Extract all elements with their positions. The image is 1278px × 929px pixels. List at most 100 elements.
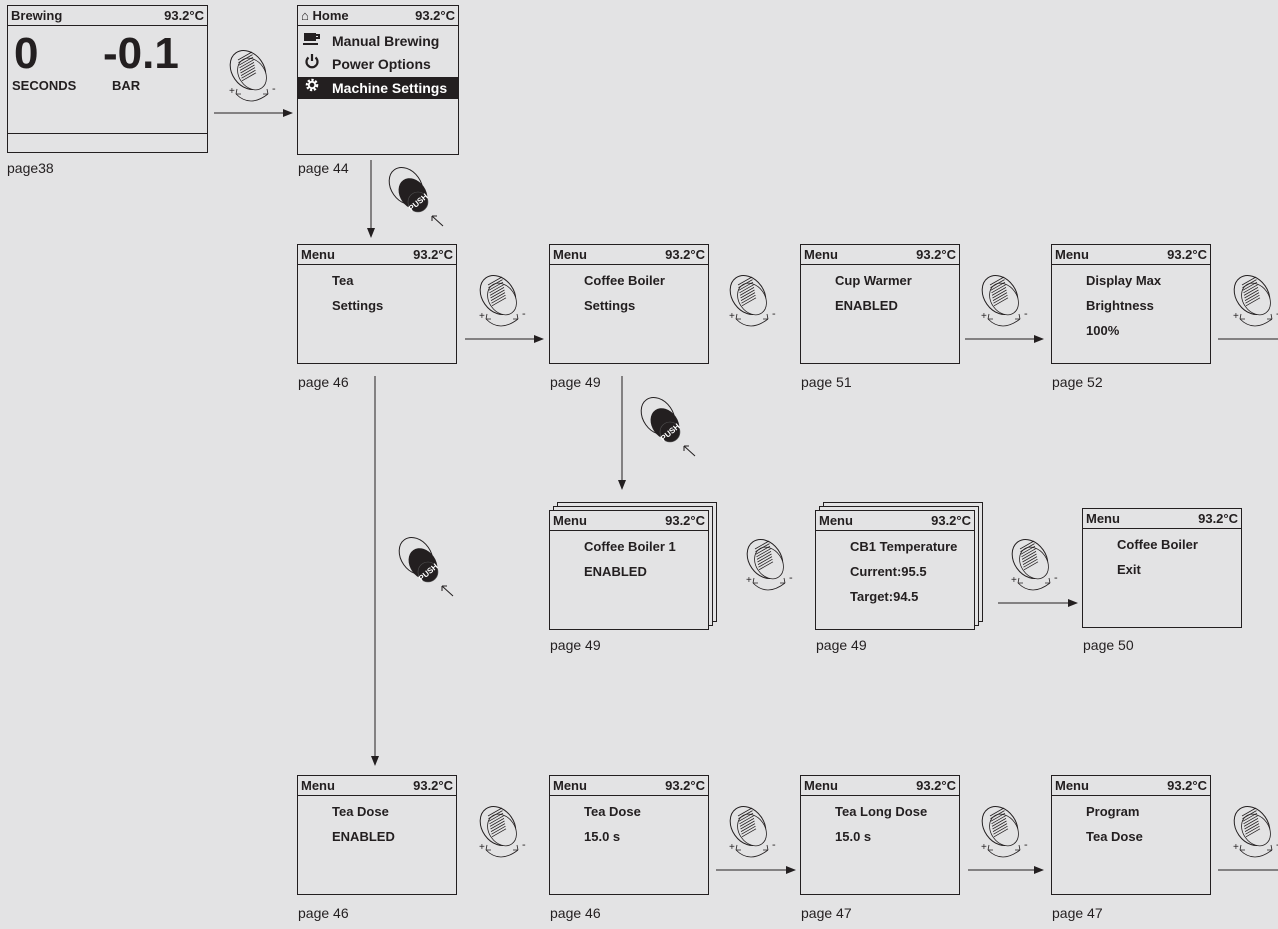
menu-line-1: Tea	[332, 273, 354, 288]
page-ref: page 49	[816, 637, 867, 653]
bar-label: BAR	[112, 78, 141, 93]
plus-label: +	[1233, 311, 1239, 322]
page-ref: page 46	[298, 905, 349, 921]
temperature-readout: 93.2°C	[916, 778, 956, 793]
screen-title: Menu	[1055, 247, 1089, 262]
home-icon: ⌂	[301, 8, 309, 23]
screen-title: Menu	[553, 778, 587, 793]
rotate-knob-icon: + -	[970, 798, 1042, 870]
menu-line-2: Brightness	[1086, 298, 1154, 313]
minus-label: -	[272, 83, 276, 95]
temperature-readout: 93.2°C	[1167, 247, 1207, 262]
rotate-knob-icon: + -	[1222, 267, 1278, 339]
menu-item-machine-settings[interactable]: Machine Settings	[298, 77, 458, 99]
plus-label: +	[981, 311, 987, 322]
menu-line-1: Coffee Boiler	[1117, 537, 1198, 552]
rotate-knob-icon: + -	[718, 798, 790, 870]
menu-line-1: Tea Dose	[332, 804, 389, 819]
cup-warmer-screen: Menu 93.2°C Cup Warmer ENABLED	[800, 244, 960, 364]
menu-line-3: 100%	[1086, 323, 1120, 338]
seconds-label: SECONDS	[12, 78, 77, 93]
page-ref: page 49	[550, 637, 601, 653]
screen-title: Menu	[553, 247, 587, 262]
temperature-readout: 93.2°C	[164, 8, 204, 23]
plus-label: +	[479, 842, 485, 853]
page-ref: page 52	[1052, 374, 1103, 390]
minus-label: -	[1276, 308, 1278, 320]
menu-line-2: 15.0 s	[835, 829, 872, 844]
screen-title: Menu	[804, 778, 838, 793]
page-ref: page 47	[801, 905, 852, 921]
screen-title: Menu	[301, 247, 335, 262]
plus-label: +	[1011, 575, 1017, 586]
page-ref: page 50	[1083, 637, 1134, 653]
cup-icon	[302, 30, 322, 52]
plus-label: +	[981, 842, 987, 853]
coffee-boiler-1-screen: Menu 93.2°C Coffee Boiler 1 ENABLED	[549, 510, 709, 630]
menu-line-2: 15.0 s	[584, 829, 621, 844]
menu-line-2: Settings	[332, 298, 384, 313]
screen-title: Menu	[301, 778, 335, 793]
menu-line-2: ENABLED	[584, 564, 647, 579]
screen-title: Menu	[804, 247, 838, 262]
menu-item-manual-brewing[interactable]: Manual Brewing	[298, 30, 458, 52]
minus-label: -	[522, 308, 526, 320]
menu-item-power-options[interactable]: Power Options	[298, 53, 458, 75]
temperature-readout: 93.2°C	[1198, 511, 1238, 526]
temperature-readout: 93.2°C	[931, 513, 971, 528]
menu-line-1: Cup Warmer	[835, 273, 912, 288]
screen-title: Brewing	[11, 8, 63, 23]
minus-label: -	[522, 839, 526, 851]
rotate-knob-icon: + -	[718, 267, 790, 339]
minus-label: -	[772, 308, 776, 320]
gear-icon	[302, 77, 322, 99]
temperature-readout: 93.2°C	[916, 247, 956, 262]
screen-title: Menu	[553, 513, 587, 528]
rotate-knob-icon: + -	[1222, 798, 1278, 870]
page-ref: page 49	[550, 374, 601, 390]
plus-label: +	[729, 842, 735, 853]
menu-line-2: Current:95.5	[850, 564, 927, 579]
page-ref: page 46	[298, 374, 349, 390]
temperature-readout: 93.2°C	[665, 513, 705, 528]
home-screen: ⌂ Home 93.2°C Manual Brewing Power Optio…	[297, 5, 459, 155]
rotate-knob-icon: + -	[1000, 531, 1072, 603]
menu-line-2: Settings	[584, 298, 636, 313]
minus-label: -	[789, 572, 793, 584]
minus-label: -	[1024, 839, 1028, 851]
coffee-boiler-settings-screen: Menu 93.2°C Coffee Boiler Settings	[549, 244, 709, 364]
rotate-knob-icon: + -	[468, 267, 540, 339]
push-knob-icon: PUSH	[390, 532, 462, 604]
plus-label: +	[1233, 842, 1239, 853]
temperature-readout: 93.2°C	[1167, 778, 1207, 793]
minus-label: -	[1276, 839, 1278, 851]
display-brightness-screen: Menu 93.2°C Display Max Brightness 100%	[1051, 244, 1211, 364]
menu-line-1: Tea Long Dose	[835, 804, 928, 819]
plus-label: +	[746, 575, 752, 586]
page-ref: page 51	[801, 374, 852, 390]
minus-label: -	[772, 839, 776, 851]
minus-label: -	[1024, 308, 1028, 320]
menu-line-3: Target:94.5	[850, 589, 919, 604]
brewing-screen: Brewing 93.2°C 0 -0.1 SECONDS BAR	[7, 5, 208, 153]
tea-long-dose-screen: Menu 93.2°C Tea Long Dose 15.0 s	[800, 775, 960, 895]
rotate-knob-icon: + -	[735, 531, 807, 603]
push-knob-icon: PUSH	[632, 392, 704, 464]
menu-line-1: Coffee Boiler	[584, 273, 665, 288]
menu-line-1: Display Max	[1086, 273, 1162, 288]
page-ref: page 46	[550, 905, 601, 921]
menu-line-2: ENABLED	[835, 298, 898, 313]
screen-title: Home	[312, 8, 349, 23]
plus-label: +	[229, 86, 235, 97]
push-knob-icon: PUSH	[380, 162, 452, 234]
screen-title: Menu	[819, 513, 853, 528]
rotate-knob-icon: + -	[468, 798, 540, 870]
menu-line-2: ENABLED	[332, 829, 395, 844]
temperature-readout: 93.2°C	[665, 247, 705, 262]
rotate-knob-icon: + -	[218, 42, 290, 114]
menu-line-1: Coffee Boiler 1	[584, 539, 676, 554]
